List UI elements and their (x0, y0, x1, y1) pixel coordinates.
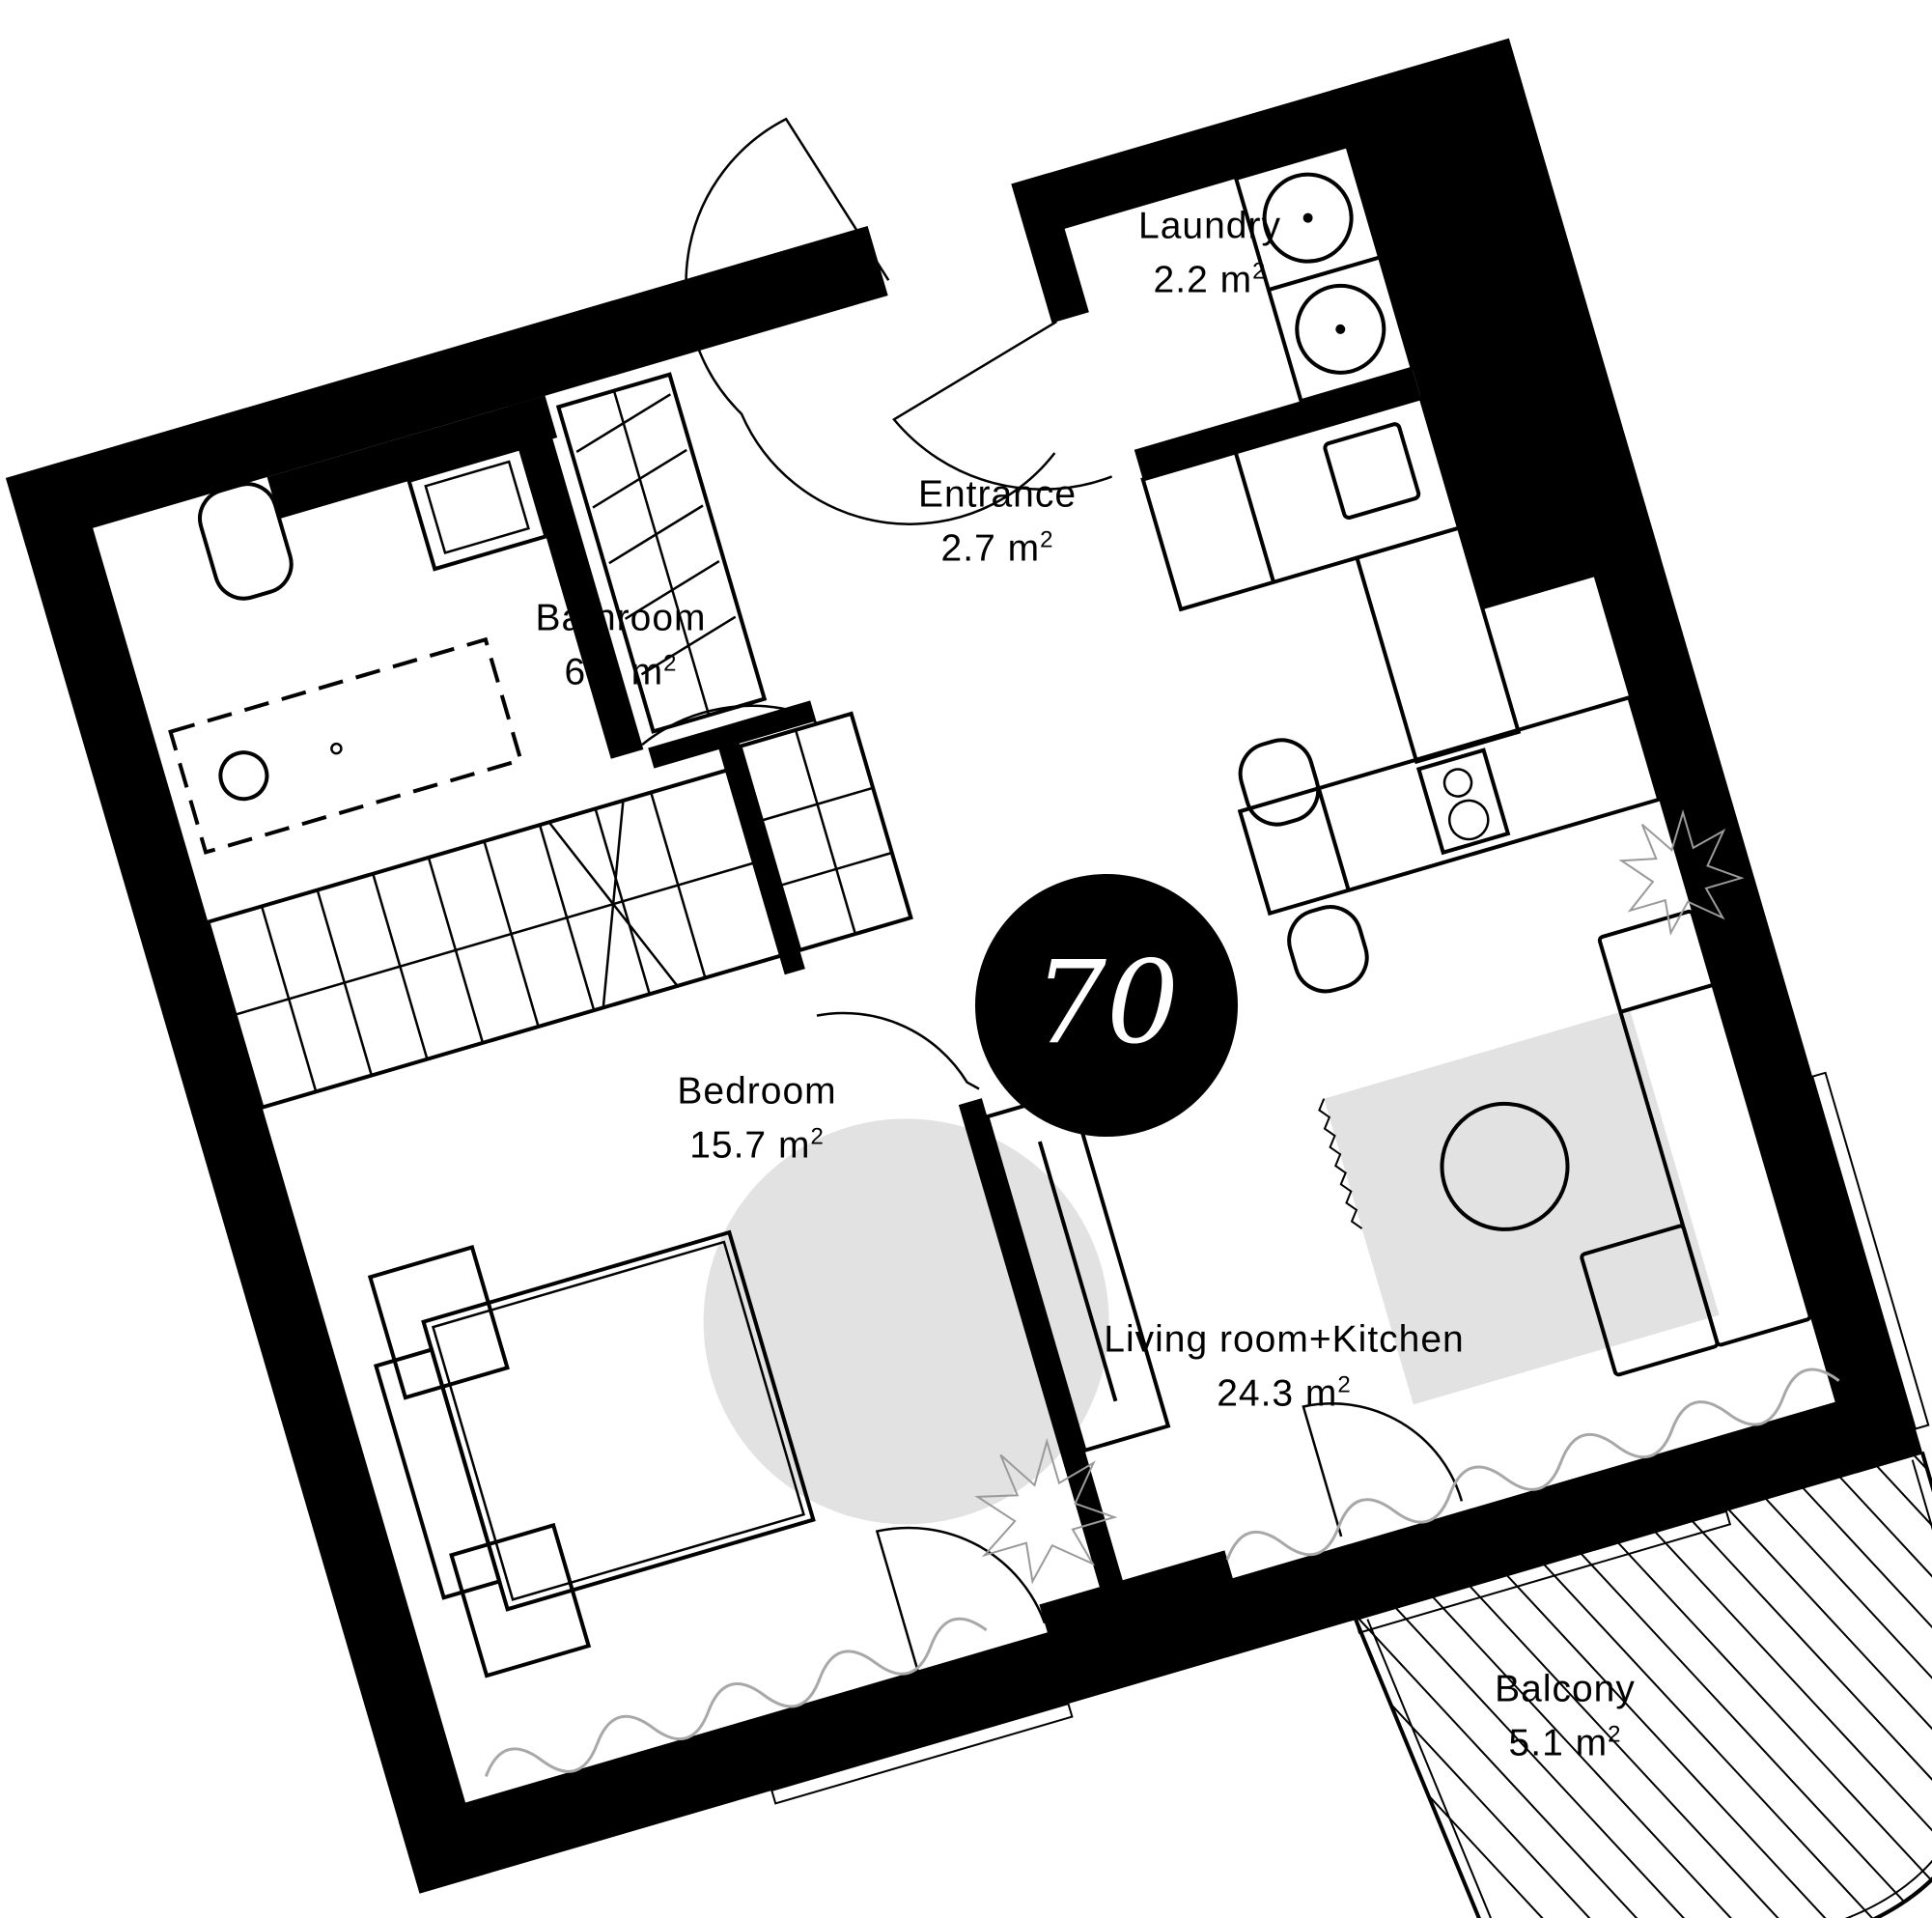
bar-stool (1238, 738, 1321, 827)
nightstand (367, 1244, 510, 1400)
kitchen-sink (1323, 422, 1421, 521)
bathroom-fixtures (168, 445, 548, 855)
kitchen-fixtures (1140, 395, 1662, 994)
unit-number-badge: 70 (975, 874, 1238, 1137)
room-area: 2.2 m2 (1153, 258, 1267, 301)
windows (770, 1071, 1930, 1805)
unit-number: 70 (1033, 936, 1180, 1069)
room-name: Entrance (917, 473, 1078, 516)
bar-stool (1287, 905, 1369, 994)
bathroom-sink (406, 445, 548, 572)
room-name: Living room+Kitchen (1104, 1318, 1465, 1361)
living-rug (1324, 1009, 1720, 1405)
room-name: Bathroom (535, 597, 707, 639)
bathtub (168, 636, 523, 855)
room-label-balcony: Balcony 5.1 m2 (1495, 1671, 1636, 1763)
room-area: 15.7 m2 (689, 1123, 825, 1167)
laundry-appliances (1233, 143, 1415, 404)
room-area: 24.3 m2 (1217, 1371, 1352, 1415)
bedroom-furniture (367, 1229, 988, 1777)
room-area: 2.7 m2 (940, 526, 1054, 570)
dryer-drum (1295, 283, 1386, 375)
coffee-table (1440, 1101, 1570, 1231)
room-label-bedroom: Bedroom 15.7 m2 (677, 1073, 836, 1165)
sofa (1597, 909, 1812, 1347)
room-label-living-kitchen: Living room+Kitchen 24.3 m2 (1104, 1321, 1464, 1413)
kitchen-island (1237, 694, 1662, 917)
room-name: Balcony (1495, 1668, 1636, 1710)
walls (6, 38, 1923, 1894)
room-area: 5.1 m2 (1508, 1721, 1622, 1764)
closet-shelving (205, 372, 913, 1111)
nightstand (449, 1522, 592, 1678)
cooktop (1415, 747, 1511, 856)
room-area: 6.2 m2 (564, 650, 678, 693)
room-label-laundry: Laundry 2.2 m2 (1138, 208, 1281, 299)
room-label-entrance: Entrance 2.7 m2 (918, 476, 1077, 568)
double-bed (421, 1229, 816, 1612)
toilet (198, 482, 294, 601)
room-name: Laundry (1138, 205, 1281, 247)
plant-icon (1618, 808, 1745, 936)
room-label-bathroom: Bathroom 6.2 m2 (535, 600, 706, 691)
plant-icon (974, 1437, 1118, 1585)
room-name: Bedroom (677, 1070, 837, 1113)
washer-drum (1262, 172, 1354, 264)
rug-fringe (1318, 1098, 1363, 1229)
doors (641, 117, 1464, 1671)
